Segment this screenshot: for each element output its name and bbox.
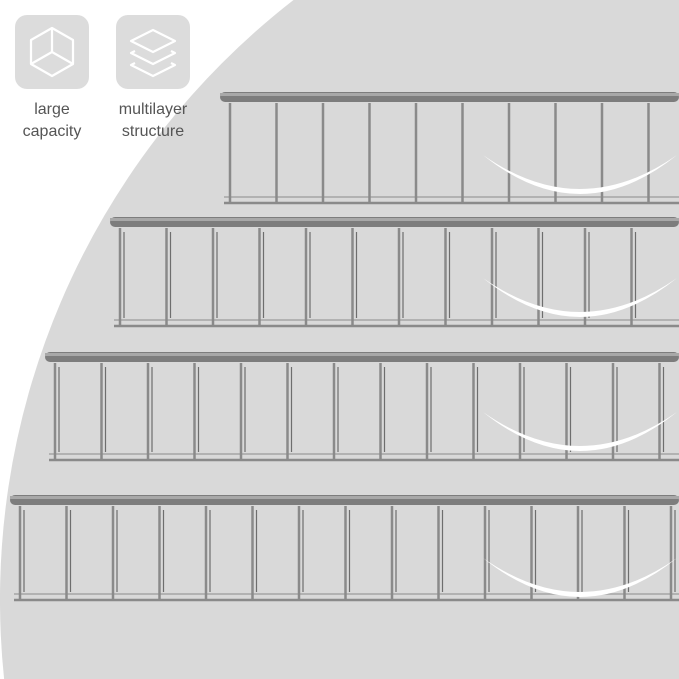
bar-highlight <box>10 496 679 499</box>
feature-label-line2: structure <box>121 123 185 140</box>
shelf-arc <box>483 155 677 194</box>
feature-label-line1: multilayer <box>118 101 188 118</box>
bar-highlight <box>220 93 679 96</box>
feature-label-line1: large <box>34 101 70 118</box>
cube-icon <box>15 15 89 89</box>
feature-large-capacity: large capacity <box>2 15 102 143</box>
wire-rack <box>10 92 679 602</box>
feature-multilayer-structure: multilayer structure <box>103 15 203 143</box>
feature-label-line2: capacity <box>22 123 82 140</box>
bar-highlight <box>45 353 679 356</box>
shelf-arc <box>483 412 677 451</box>
layers-icon <box>116 15 190 89</box>
shelf-arc <box>483 278 677 317</box>
shelf-arc <box>483 558 677 597</box>
bar-highlight <box>110 218 679 221</box>
